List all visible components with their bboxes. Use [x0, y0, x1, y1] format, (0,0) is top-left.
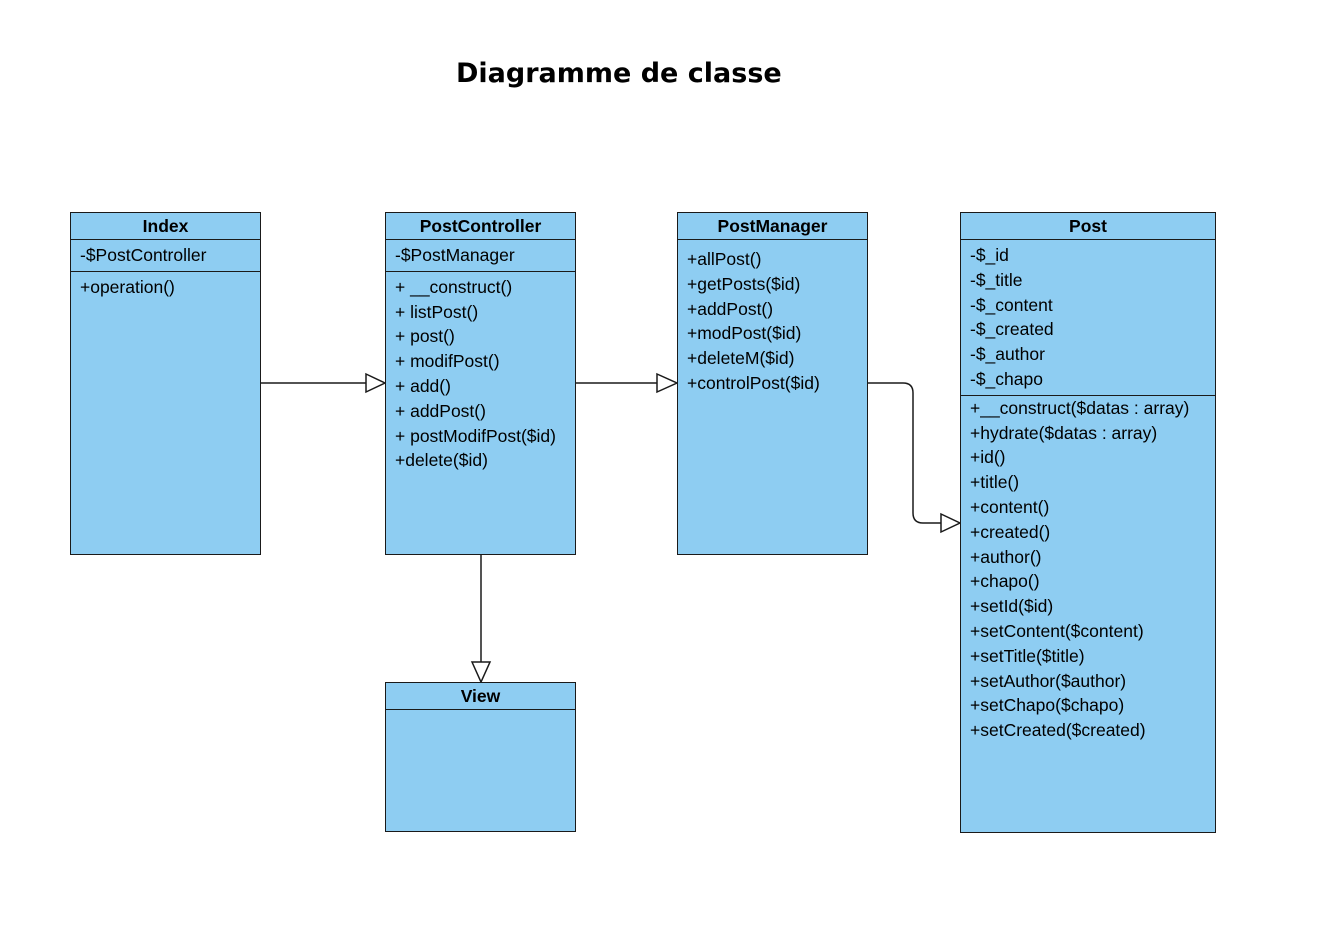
- class-name: View: [386, 683, 575, 710]
- attribute: -$PostController: [80, 245, 207, 265]
- operations-section: +operation(): [71, 272, 260, 554]
- class-name: Index: [71, 213, 260, 240]
- operation: +operation(): [80, 276, 175, 297]
- operation: +setCreated($created): [970, 720, 1146, 741]
- class-postmanager[interactable]: PostManager +allPost() +getPosts($id) +a…: [677, 212, 868, 555]
- postmanager-to-post-arrowhead: [940, 512, 962, 534]
- operation: +author(): [970, 546, 1042, 567]
- operation: +__construct($datas : array): [970, 397, 1190, 418]
- operation: +setAuthor($author): [970, 670, 1127, 691]
- attribute: -$_created: [970, 319, 1054, 340]
- attribute: -$_author: [970, 344, 1045, 365]
- attribute: -$_content: [970, 294, 1053, 315]
- operations-section: +allPost() +getPosts($id) +addPost() +mo…: [678, 240, 867, 554]
- diagram-title: Diagramme de classe: [456, 58, 782, 89]
- operation: + add(): [395, 375, 451, 396]
- operation: + __construct(): [395, 276, 513, 297]
- operation: +delete($id): [395, 450, 488, 471]
- operation: + addPost(): [395, 400, 486, 421]
- class-postcontroller[interactable]: PostController -$PostManager + __constru…: [385, 212, 576, 555]
- operation: + postModifPost($id): [395, 425, 556, 446]
- attribute: -$PostManager: [395, 245, 515, 265]
- operation: +allPost(): [687, 249, 762, 269]
- postcontroller-to-postmanager-arrowhead: [656, 372, 679, 394]
- operation: +setContent($content): [970, 620, 1144, 641]
- attribute: -$_title: [970, 269, 1023, 290]
- operation: +title(): [970, 472, 1020, 493]
- class-index[interactable]: Index -$PostController +operation(): [70, 212, 261, 555]
- operation: +addPost(): [687, 298, 774, 319]
- operation: + listPost(): [395, 301, 479, 322]
- attribute: -$_chapo: [970, 368, 1043, 389]
- operation: +chapo(): [970, 571, 1040, 592]
- class-view[interactable]: View: [385, 682, 576, 832]
- index-to-postcontroller-arrowhead: [365, 372, 387, 394]
- operation: +getPosts($id): [687, 273, 801, 294]
- operation: +deleteM($id): [687, 348, 795, 369]
- operation: +id(): [970, 447, 1006, 468]
- postcontroller-to-view-arrowhead: [470, 661, 492, 684]
- class-name: PostManager: [678, 213, 867, 240]
- operation: +content(): [970, 496, 1050, 517]
- operation: +hydrate($datas : array): [970, 422, 1158, 443]
- attributes-section: -$_id -$_title -$_content -$_created -$_…: [961, 240, 1215, 396]
- operations-section: + __construct() + listPost() + post() + …: [386, 272, 575, 554]
- operation: +modPost($id): [687, 323, 802, 344]
- operation: +setId($id): [970, 596, 1054, 617]
- operations-section: [386, 710, 575, 831]
- operation: +setChapo($chapo): [970, 695, 1125, 716]
- postmanager-to-post-line: [867, 382, 941, 524]
- operation: + modifPost(): [395, 351, 500, 372]
- attributes-section: -$PostManager: [386, 240, 575, 272]
- attributes-section: -$PostController: [71, 240, 260, 272]
- class-name: PostController: [386, 213, 575, 240]
- operation: + post(): [395, 326, 455, 347]
- operations-section: +__construct($datas : array) +hydrate($d…: [961, 396, 1215, 832]
- operation: +setTitle($title): [970, 645, 1085, 666]
- operation: +controlPost($id): [687, 372, 820, 393]
- operation: +created(): [970, 521, 1051, 542]
- attribute: -$_id: [970, 245, 1009, 265]
- class-name: Post: [961, 213, 1215, 240]
- class-post[interactable]: Post -$_id -$_title -$_content -$_create…: [960, 212, 1216, 833]
